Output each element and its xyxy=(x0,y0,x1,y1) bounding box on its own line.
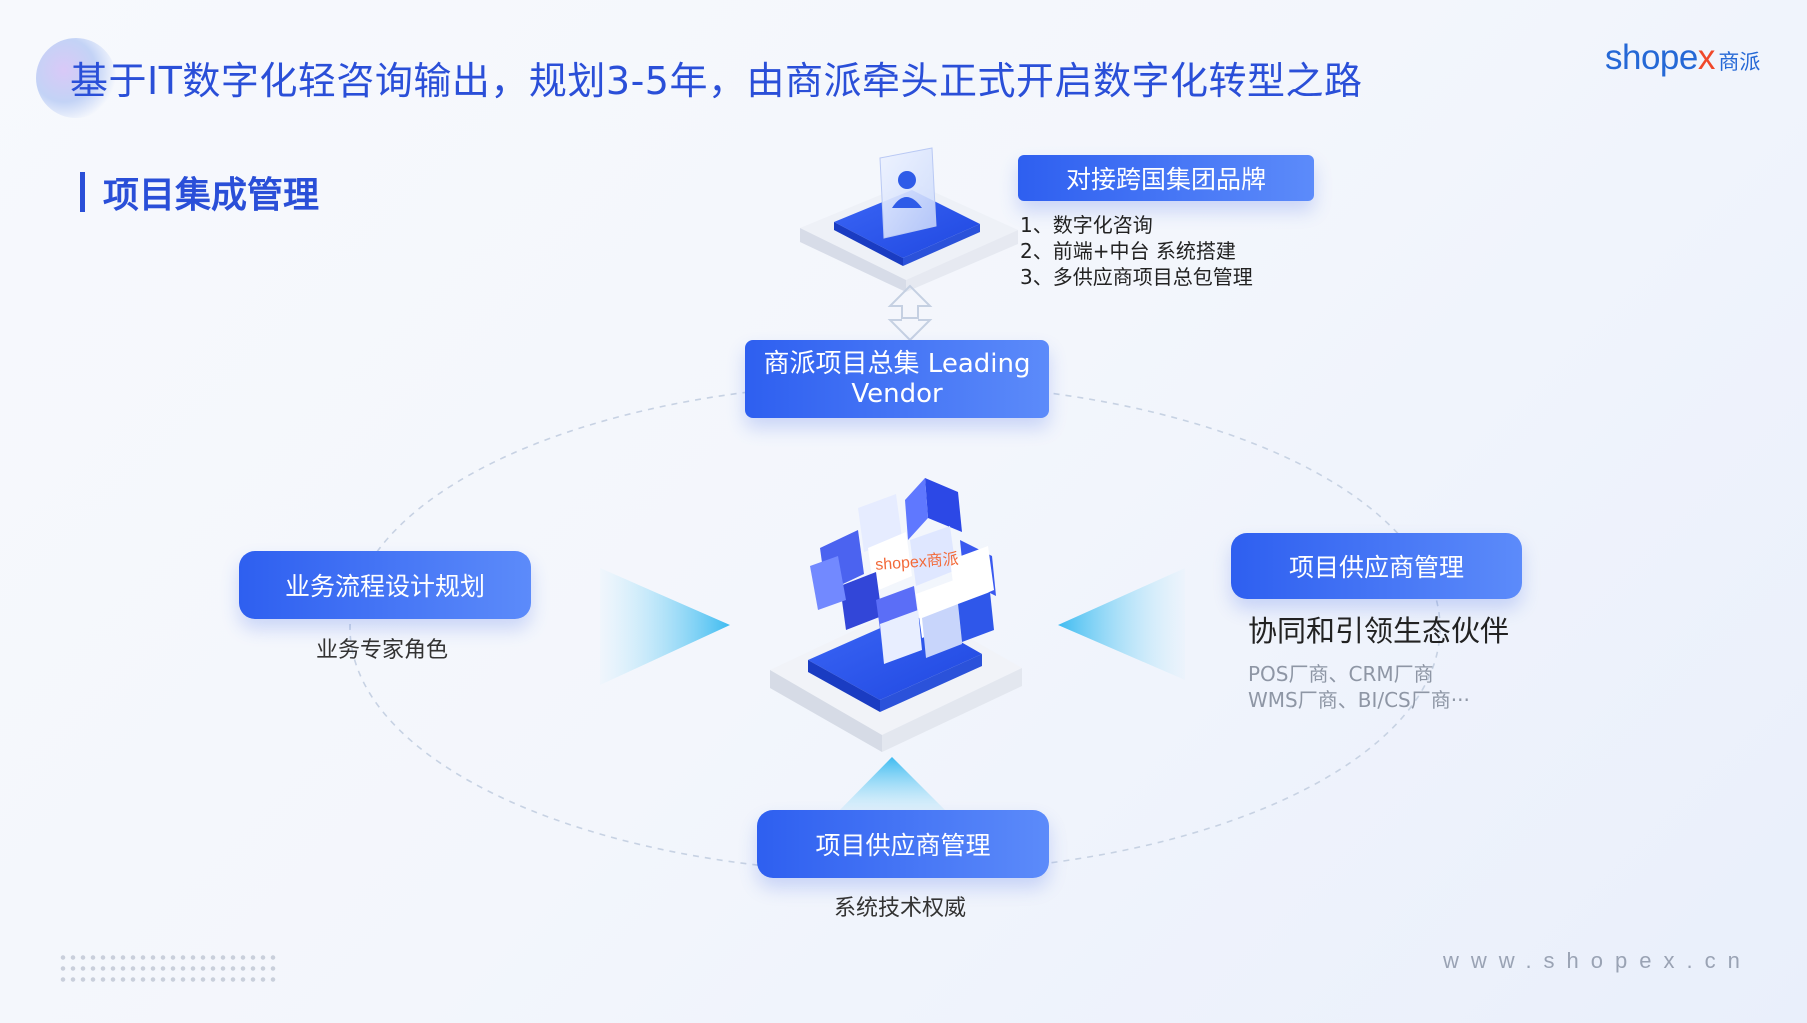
double-arrow-icon xyxy=(887,284,933,341)
list-item: 2、前端+中台 系统搭建 xyxy=(1020,239,1236,263)
center-pill-line2: Leading Vendor xyxy=(851,349,1031,409)
right-arrow xyxy=(1058,568,1185,680)
orbit-ellipse xyxy=(349,382,1441,874)
list-item: 3、多供应商项目总包管理 xyxy=(1020,265,1253,289)
section-title: 项目集成管理 xyxy=(103,175,320,216)
cube-icon xyxy=(810,478,996,664)
right-pill-label: 项目供应商管理 xyxy=(1288,553,1464,582)
left-pill-label: 业务流程设计规划 xyxy=(284,572,485,601)
center-pill: 商派项目总集 Leading Vendor xyxy=(745,340,1049,418)
left-arrow xyxy=(600,568,730,685)
dot-grid-decoration xyxy=(58,952,278,986)
footer-url: www.shopex.cn xyxy=(1443,948,1752,973)
center-pill-text: 商派项目总集 Leading Vendor xyxy=(745,349,1049,409)
bottom-arrow xyxy=(830,757,955,820)
left-caption: 业务专家角色 xyxy=(316,638,449,663)
list-item: 1、数字化咨询 xyxy=(1020,213,1153,237)
title-orb-decoration xyxy=(36,38,116,118)
bottom-caption: 系统技术权威 xyxy=(834,896,967,921)
bottom-pill: 项目供应商管理 xyxy=(757,810,1049,878)
section-marker xyxy=(80,172,85,212)
user-icon xyxy=(879,147,937,239)
logo-word: shope xyxy=(1605,38,1698,77)
top-pill: 对接跨国集团品牌 xyxy=(1018,155,1314,201)
left-pill: 业务流程设计规划 xyxy=(239,551,531,619)
top-pill-label: 对接跨国集团品牌 xyxy=(1065,165,1266,194)
bottom-pill-label: 项目供应商管理 xyxy=(815,831,991,860)
page-title: 基于IT数字化轻咨询输出，规划3-5年，由商派牵头正式开启数字化转型之路 xyxy=(70,59,1363,103)
right-pill: 项目供应商管理 xyxy=(1231,533,1522,599)
logo-chinese: 商派 xyxy=(1718,50,1761,74)
right-line2: WMS厂商、BI/CS厂商··· xyxy=(1248,688,1470,712)
logo-x: x xyxy=(1697,38,1716,77)
right-heading: 协同和引领生态伙伴 xyxy=(1248,614,1510,648)
top-list: 1、数字化咨询 2、前端+中台 系统搭建 3、多供应商项目总包管理 xyxy=(1020,212,1253,290)
right-line1: POS厂商、CRM厂商 xyxy=(1248,662,1434,686)
center-pill-line1: 商派项目总集 xyxy=(763,349,920,379)
